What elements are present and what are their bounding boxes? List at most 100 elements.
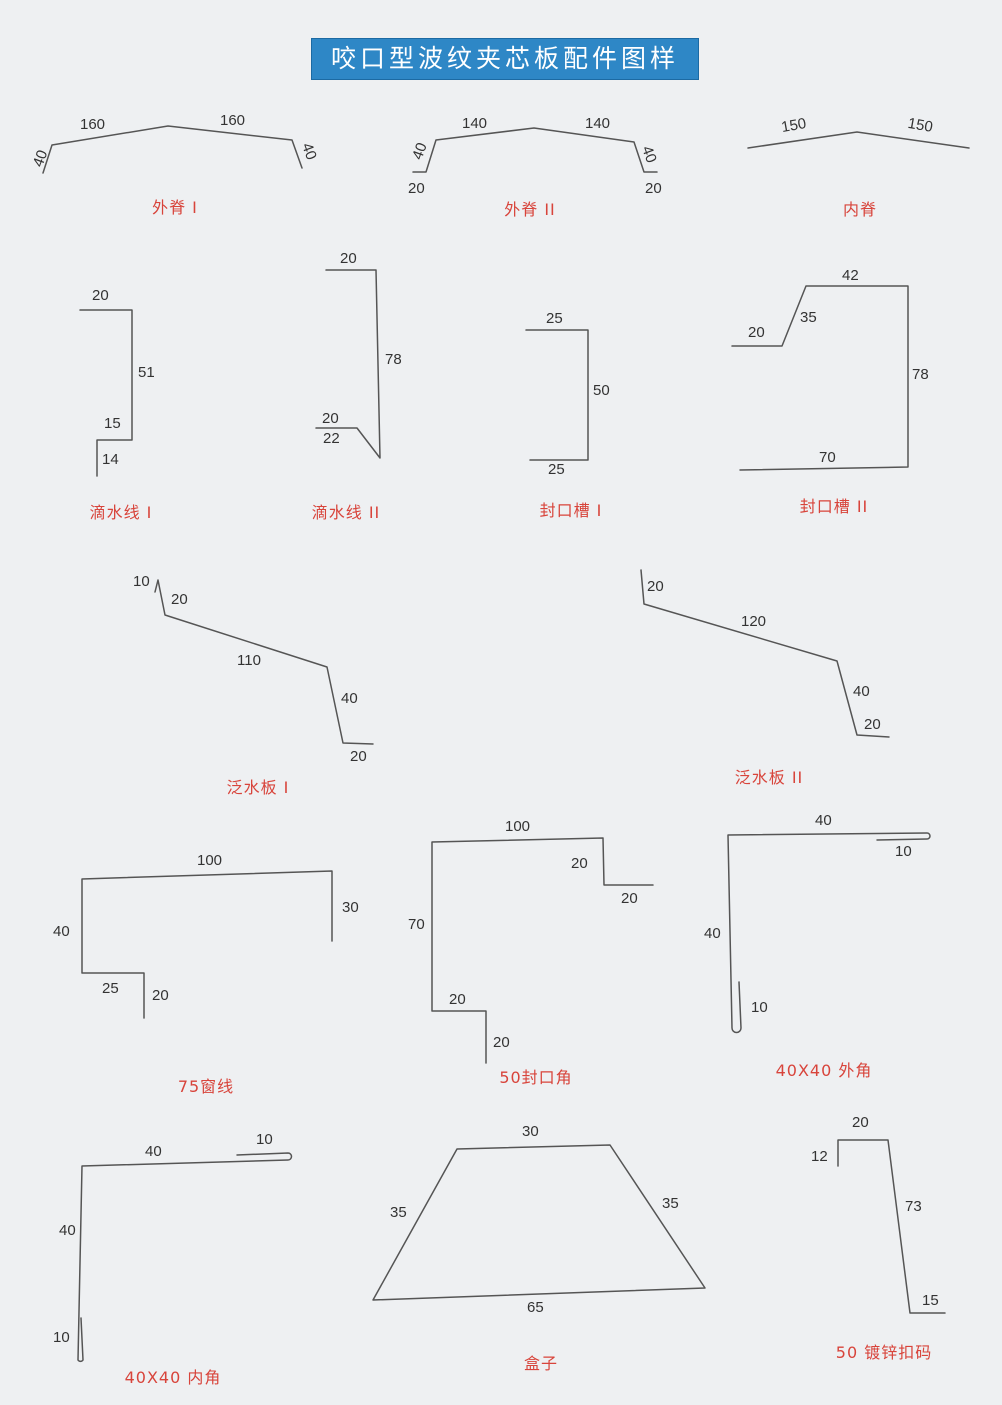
part-name: 50 镀锌扣码 <box>836 1343 932 1362</box>
dim-label: 20 <box>408 180 425 197</box>
profile-line <box>727 832 931 1034</box>
profile-line <box>525 329 589 461</box>
dim-label: 10 <box>53 1329 70 1346</box>
dim-label: 20 <box>152 987 169 1004</box>
dim-label: 78 <box>912 366 929 383</box>
page-title: 咬口型波纹夹芯板配件图样 <box>311 38 699 80</box>
dim-label: 40 <box>30 148 52 169</box>
profile-line <box>640 569 890 738</box>
dim-label: 40 <box>704 925 721 942</box>
dim-label: 40 <box>298 141 320 162</box>
dim-label: 15 <box>104 415 121 432</box>
part-closure-channel-1: 25 50 25 封口槽 I <box>525 310 610 520</box>
dim-label: 20 <box>571 855 588 872</box>
profile-line <box>731 285 909 471</box>
dim-label: 100 <box>197 852 222 869</box>
dim-label: 25 <box>102 980 119 997</box>
dim-label: 30 <box>522 1123 539 1140</box>
part-name: 封口槽 I <box>540 501 603 520</box>
dim-label: 40 <box>145 1143 162 1160</box>
dim-label: 15 <box>922 1292 939 1309</box>
dim-label: 20 <box>645 180 662 197</box>
part-name: 封口槽 II <box>800 497 869 516</box>
dim-label: 51 <box>138 364 155 381</box>
dim-label: 10 <box>133 573 150 590</box>
dim-label: 14 <box>102 451 119 468</box>
part-closure-angle-50: 100 20 20 70 20 20 50封口角 <box>408 818 654 1087</box>
profile-line <box>747 131 970 149</box>
dim-label: 42 <box>842 267 859 284</box>
part-drip-line-2: 20 78 20 22 滴水线 II <box>312 250 402 522</box>
dim-label: 20 <box>322 410 339 427</box>
dim-label: 35 <box>662 1195 679 1212</box>
dim-label: 12 <box>811 1148 828 1165</box>
dim-label: 50 <box>593 382 610 399</box>
part-name: 50封口角 <box>499 1068 572 1087</box>
part-galvanized-clip-50: 12 20 73 15 50 镀锌扣码 <box>811 1114 946 1362</box>
dim-label: 20 <box>350 748 367 765</box>
part-drip-line-1: 20 51 15 14 滴水线 I <box>79 287 155 522</box>
part-window-trim-75: 100 30 40 25 20 75窗线 <box>53 852 359 1096</box>
part-inner-ridge: 150 150 内脊 <box>747 115 970 219</box>
profile-line <box>81 870 333 1019</box>
part-box: 30 35 35 65 盒子 <box>372 1123 706 1373</box>
dim-label: 40 <box>59 1222 76 1239</box>
dim-label: 40 <box>53 923 70 940</box>
profile-line <box>77 1152 293 1363</box>
part-outer-corner-40x40: 40 10 40 10 40X40 外角 <box>704 812 931 1080</box>
dim-label: 20 <box>621 890 638 907</box>
dim-label: 140 <box>462 115 487 132</box>
dim-label: 20 <box>92 287 109 304</box>
dim-label: 35 <box>390 1204 407 1221</box>
profile-line <box>79 309 133 477</box>
dim-label: 140 <box>585 115 610 132</box>
profile-line <box>372 1144 706 1301</box>
part-flashing-2: 20 120 40 20 泛水板 II <box>640 569 890 787</box>
profile-line <box>431 837 654 1064</box>
dim-label: 40 <box>815 812 832 829</box>
profile-line <box>412 127 658 173</box>
dim-label: 10 <box>751 999 768 1016</box>
part-name: 滴水线 II <box>312 503 381 522</box>
dim-label: 20 <box>647 578 664 595</box>
dim-label: 160 <box>80 116 105 133</box>
dim-label: 20 <box>340 250 357 267</box>
dim-label: 25 <box>548 461 565 478</box>
dim-label: 40 <box>853 683 870 700</box>
dim-label: 78 <box>385 351 402 368</box>
part-name: 内脊 <box>843 200 877 219</box>
part-outer-ridge-2: 40 140 140 40 20 20 外脊 II <box>408 115 662 219</box>
part-name: 40X40 外角 <box>776 1061 873 1080</box>
dim-label: 40 <box>409 141 431 162</box>
part-name: 泛水板 II <box>735 768 804 787</box>
profile-line <box>154 579 374 745</box>
dim-label: 20 <box>864 716 881 733</box>
part-name: 40X40 内角 <box>125 1368 222 1387</box>
part-name: 泛水板 I <box>227 778 290 797</box>
dim-label: 120 <box>741 613 766 630</box>
dim-label: 22 <box>323 430 340 447</box>
profile-line <box>315 269 381 459</box>
dim-label: 20 <box>852 1114 869 1131</box>
part-name: 外脊 I <box>152 198 198 217</box>
dim-label: 20 <box>748 324 765 341</box>
part-name: 滴水线 I <box>90 503 153 522</box>
part-closure-channel-2: 20 35 42 78 70 封口槽 II <box>731 267 929 516</box>
dim-label: 100 <box>505 818 530 835</box>
dim-label: 30 <box>342 899 359 916</box>
dim-label: 160 <box>220 112 245 129</box>
part-name: 盒子 <box>524 1354 558 1373</box>
dim-label: 10 <box>256 1131 273 1148</box>
dim-label: 150 <box>780 115 808 136</box>
profile-line <box>837 1139 946 1314</box>
part-name: 75窗线 <box>178 1077 234 1096</box>
part-flashing-1: 10 20 110 40 20 泛水板 I <box>133 573 374 797</box>
dim-label: 150 <box>906 115 934 136</box>
dim-label: 20 <box>449 991 466 1008</box>
dim-label: 70 <box>408 916 425 933</box>
dim-label: 73 <box>905 1198 922 1215</box>
part-name: 外脊 II <box>504 200 556 219</box>
dim-label: 20 <box>493 1034 510 1051</box>
dim-label: 65 <box>527 1299 544 1316</box>
